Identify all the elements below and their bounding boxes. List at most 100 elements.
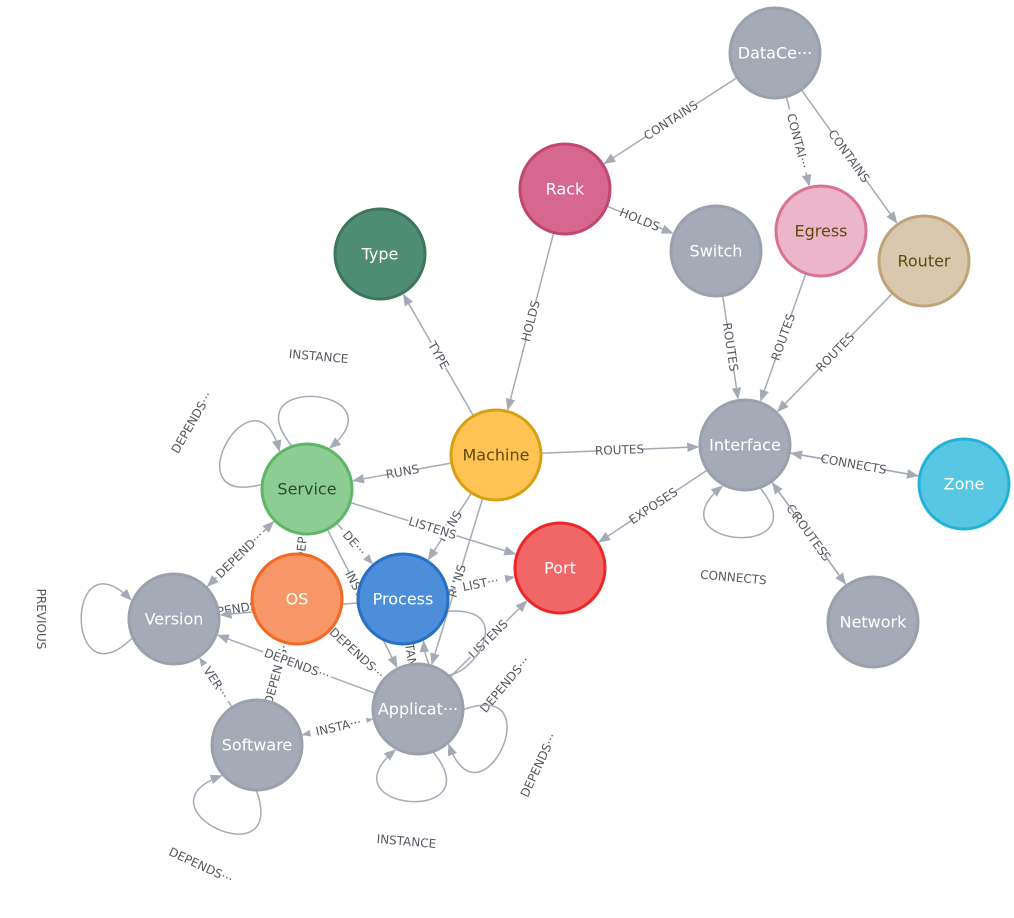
edge-label: CONTAINS bbox=[641, 98, 700, 143]
edge-datacenter-egress[interactable]: CONTAI··· bbox=[782, 96, 813, 187]
node-circle[interactable] bbox=[826, 575, 920, 669]
node-circle[interactable] bbox=[698, 398, 792, 492]
edge-label: RUNS bbox=[385, 462, 421, 482]
node-label: OS bbox=[286, 590, 309, 609]
node-datacenter[interactable]: DataCe··· bbox=[728, 6, 822, 100]
node-circle[interactable] bbox=[518, 142, 612, 236]
edge-machine-service[interactable]: RUNS bbox=[352, 462, 452, 484]
node-circle[interactable] bbox=[127, 572, 221, 666]
node-circle[interactable] bbox=[917, 437, 1011, 531]
loop-service[interactable]: INSTANCE bbox=[277, 347, 349, 449]
edge-label: ROUTES bbox=[790, 510, 830, 558]
loop-label: CONNECTS bbox=[700, 568, 768, 588]
edge-interface-zone[interactable]: CONNECTS bbox=[789, 452, 919, 479]
node-circle[interactable] bbox=[877, 214, 971, 308]
loop-application[interactable]: INSTANCE bbox=[376, 749, 448, 851]
node-label: Router bbox=[897, 252, 950, 271]
node-label: Rack bbox=[546, 180, 585, 199]
loop-interface[interactable]: CONNECTS bbox=[700, 485, 775, 588]
edge-label: LISTENS bbox=[466, 617, 511, 662]
node-circle[interactable] bbox=[774, 184, 868, 278]
loop-label: DEPENDS··· bbox=[167, 845, 235, 887]
node-network[interactable]: Network bbox=[826, 575, 920, 669]
node-circle[interactable] bbox=[669, 204, 763, 298]
node-label: Egress bbox=[794, 222, 847, 241]
node-software[interactable]: Software bbox=[210, 698, 304, 792]
edge-label: CONTAI··· bbox=[784, 112, 812, 170]
node-label: Switch bbox=[690, 242, 743, 261]
node-circle[interactable] bbox=[371, 662, 465, 756]
edge-label: CONTAINS bbox=[825, 127, 872, 185]
loop-label: DEPENDS··· bbox=[169, 389, 216, 456]
node-os[interactable]: OS bbox=[250, 552, 344, 646]
edge-switch-interface[interactable]: ROUTES bbox=[720, 295, 742, 400]
edge-label: ROUTES bbox=[595, 442, 645, 458]
node-circle[interactable] bbox=[260, 442, 354, 536]
loop-application[interactable]: DEPENDS··· bbox=[447, 704, 560, 799]
edge-rack-switch[interactable]: HOLDS bbox=[606, 205, 674, 234]
loop-label: INSTANCE bbox=[288, 347, 349, 366]
edge-label: CONNECTS bbox=[819, 452, 887, 477]
node-process[interactable]: Process bbox=[356, 552, 450, 646]
node-service[interactable]: Service bbox=[260, 442, 354, 536]
edge-service-port[interactable]: LISTENS bbox=[349, 501, 517, 556]
node-zone[interactable]: Zone bbox=[917, 437, 1011, 531]
edge-label: ROUTES bbox=[813, 330, 857, 375]
edge-label: ROUTES bbox=[720, 322, 741, 373]
edge-label: HOLDS bbox=[519, 299, 543, 343]
node-circle[interactable] bbox=[333, 207, 427, 301]
edge-egress-interface[interactable]: ROUTES bbox=[759, 273, 807, 402]
node-machine[interactable]: Machine bbox=[449, 408, 543, 502]
node-label: Type bbox=[361, 245, 399, 264]
node-label: Machine bbox=[463, 446, 530, 465]
edge-interface-port[interactable]: EXPOSES bbox=[598, 469, 708, 543]
edge-process-port[interactable]: LIST··· bbox=[447, 571, 516, 596]
node-label: Port bbox=[544, 559, 576, 578]
node-switch[interactable]: Switch bbox=[669, 204, 763, 298]
node-label: Applicat··· bbox=[378, 700, 458, 719]
loop-label: INSTANCE bbox=[376, 832, 437, 851]
node-application[interactable]: Applicat··· bbox=[371, 662, 465, 756]
node-label: Interface bbox=[709, 436, 781, 455]
node-circle[interactable] bbox=[356, 552, 450, 646]
node-label: Service bbox=[277, 480, 336, 499]
edge-label: EXPOSES bbox=[626, 485, 680, 527]
edge-machine-interface[interactable]: ROUTES bbox=[540, 442, 700, 458]
node-rack[interactable]: Rack bbox=[518, 142, 612, 236]
edge-label: TYPE bbox=[425, 338, 452, 371]
node-router[interactable]: Router bbox=[877, 214, 971, 308]
edge-label: VER··· bbox=[200, 664, 231, 701]
node-interface[interactable]: Interface bbox=[698, 398, 792, 492]
loop-label: DEPENDS··· bbox=[518, 731, 560, 799]
edge-network-interface[interactable]: ROUTES bbox=[771, 482, 848, 586]
node-circle[interactable] bbox=[250, 552, 344, 646]
node-circle[interactable] bbox=[728, 6, 822, 100]
edge-router-interface[interactable]: ROUTES bbox=[776, 292, 894, 413]
node-label: Zone bbox=[944, 475, 985, 494]
loop-label: DEPENDS··· bbox=[477, 654, 532, 716]
node-circle[interactable] bbox=[513, 521, 607, 615]
loop-software[interactable]: DEPENDS··· bbox=[167, 774, 262, 887]
node-circle[interactable] bbox=[210, 698, 304, 792]
node-circle[interactable] bbox=[449, 408, 543, 502]
edge-software-version[interactable]: VER··· bbox=[198, 657, 234, 708]
edge-label: INSTA··· bbox=[314, 715, 362, 739]
edge-label: LIST··· bbox=[461, 573, 500, 594]
node-egress[interactable]: Egress bbox=[774, 184, 868, 278]
loop-label: PREVIOUS bbox=[34, 589, 48, 650]
edge-label: HOLDS bbox=[617, 205, 661, 234]
edge-rack-machine[interactable]: HOLDS bbox=[505, 232, 555, 411]
node-label: Software bbox=[222, 736, 293, 755]
edge-machine-type[interactable]: TYPE bbox=[402, 293, 475, 417]
edge-application-software[interactable]: INSTA··· bbox=[301, 713, 375, 740]
node-version[interactable]: Version bbox=[127, 572, 221, 666]
edge-datacenter-rack[interactable]: CONTAINS bbox=[603, 76, 738, 165]
node-label: Network bbox=[840, 613, 908, 632]
node-port[interactable]: Port bbox=[513, 521, 607, 615]
node-label: DataCe··· bbox=[738, 44, 812, 63]
node-type[interactable]: Type bbox=[333, 207, 427, 301]
loop-version[interactable]: PREVIOUS bbox=[34, 583, 134, 655]
loop-service[interactable]: DEPENDS··· bbox=[169, 389, 282, 488]
